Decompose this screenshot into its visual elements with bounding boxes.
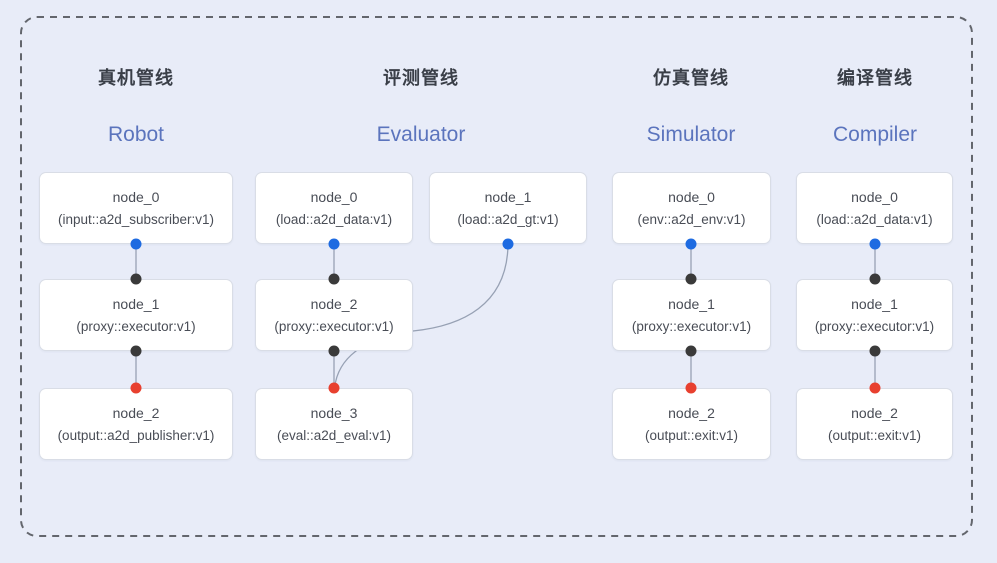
- port-dot-red: [328, 382, 340, 394]
- port-dot-dark: [130, 273, 142, 285]
- compiler-node_2-type: (output::exit:v1): [827, 427, 922, 443]
- simulator-title-en: Simulator: [646, 123, 736, 146]
- edge-eval-n1-n3-curve: [334, 244, 509, 386]
- dashed-border: [20, 16, 973, 537]
- robot-title-en: Robot: [107, 123, 165, 146]
- compiler-title-en: Compiler: [832, 123, 918, 146]
- evaluator-node_1-box: node_1(load::a2d_gt:v1): [429, 172, 587, 244]
- port-dot-dark: [130, 345, 142, 357]
- simulator-node_1-name: node_1: [668, 295, 715, 312]
- evaluator-node_2-name: node_2: [310, 295, 358, 312]
- port-dot-dark: [328, 345, 340, 357]
- compiler-node_1-name: node_1: [851, 295, 898, 312]
- evaluator-node_3-box: node_3(eval::a2d_eval:v1): [255, 388, 413, 460]
- evaluator-node_0-type: (load::a2d_data:v1): [275, 211, 393, 227]
- port-dot-dark: [869, 273, 881, 285]
- robot-title-zh: 真机管线: [98, 68, 174, 88]
- port-dot-red: [869, 382, 881, 394]
- port-dot-blue: [130, 238, 142, 250]
- robot-node_2-name: node_2: [112, 404, 160, 421]
- compiler-node_2-box: node_2(output::exit:v1): [796, 388, 953, 460]
- simulator-title-zh: 仿真管线: [653, 68, 729, 88]
- simulator-node_1-type: (proxy::executor:v1): [631, 318, 752, 334]
- simulator-node_0-box: node_0(env::a2d_env:v1): [612, 172, 771, 244]
- simulator-node_2-box: node_2(output::exit:v1): [612, 388, 771, 460]
- robot-node_1-type: (proxy::executor:v1): [76, 318, 196, 334]
- simulator-node_0-type: (env::a2d_env:v1): [637, 211, 746, 227]
- evaluator-node_0-box: node_0(load::a2d_data:v1): [255, 172, 413, 244]
- simulator-node_2-name: node_2: [668, 404, 715, 421]
- simulator-node_0-name: node_0: [668, 188, 715, 205]
- simulator-node_2-type: (output::exit:v1): [644, 427, 739, 443]
- robot-node_0-type: (input::a2d_subscriber:v1): [57, 211, 215, 227]
- evaluator-node_3-name: node_3: [310, 404, 358, 421]
- robot-node_0-box: node_0(input::a2d_subscriber:v1): [39, 172, 233, 244]
- evaluator-node_2-type: (proxy::executor:v1): [274, 318, 394, 334]
- port-dot-red: [130, 382, 142, 394]
- compiler-node_0-name: node_0: [851, 188, 898, 205]
- compiler-node_0-box: node_0(load::a2d_data:v1): [796, 172, 953, 244]
- compiler-node_2-name: node_2: [851, 404, 898, 421]
- evaluator-node_0-name: node_0: [310, 188, 358, 205]
- evaluator-node_2-box: node_2(proxy::executor:v1): [255, 279, 413, 351]
- robot-node_0-name: node_0: [112, 188, 160, 205]
- port-dot-blue: [685, 238, 697, 250]
- compiler-node_1-box: node_1(proxy::executor:v1): [796, 279, 953, 351]
- compiler-node_0-type: (load::a2d_data:v1): [816, 211, 933, 227]
- evaluator-node_3-type: (eval::a2d_eval:v1): [276, 427, 392, 443]
- evaluator-title-zh: 评测管线: [383, 68, 459, 88]
- port-dot-dark: [685, 273, 697, 285]
- robot-node_2-box: node_2(output::a2d_publisher:v1): [39, 388, 233, 460]
- port-dot-blue: [869, 238, 881, 250]
- port-dot-dark: [328, 273, 340, 285]
- evaluator-title-en: Evaluator: [376, 123, 466, 146]
- robot-node_2-type: (output::a2d_publisher:v1): [57, 427, 215, 443]
- port-dot-dark: [869, 345, 881, 357]
- evaluator-node_1-type: (load::a2d_gt:v1): [457, 211, 559, 227]
- compiler-node_1-type: (proxy::executor:v1): [814, 318, 935, 334]
- port-dot-blue: [328, 238, 340, 250]
- compiler-title-zh: 编译管线: [837, 68, 913, 88]
- simulator-node_1-box: node_1(proxy::executor:v1): [612, 279, 771, 351]
- robot-node_1-name: node_1: [112, 295, 160, 312]
- port-dot-red: [685, 382, 697, 394]
- evaluator-node_1-name: node_1: [484, 188, 532, 205]
- robot-node_1-box: node_1(proxy::executor:v1): [39, 279, 233, 351]
- port-dot-blue: [502, 238, 514, 250]
- port-dot-dark: [685, 345, 697, 357]
